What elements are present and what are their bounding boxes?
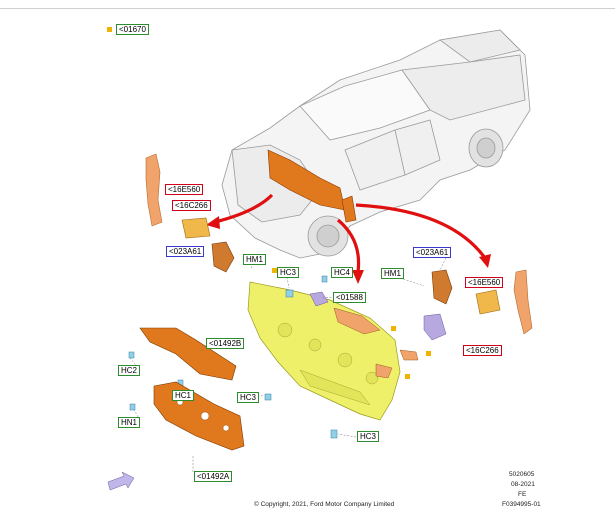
left-insulator-strip (145, 153, 163, 227)
callout-01670[interactable]: <01670 (116, 24, 149, 35)
callout-hc4[interactable]: HC4 (331, 267, 354, 278)
callout-hm1-left[interactable]: HM1 (243, 254, 266, 265)
callout-hc3-top[interactable]: HC3 (277, 267, 300, 278)
marker-square (426, 351, 431, 356)
panel-holes (176, 398, 230, 432)
callout-01588[interactable]: <01588 (333, 292, 366, 303)
figure-number: F0394995-01 (502, 501, 541, 508)
date-text: 08-2021 (511, 481, 535, 488)
truck-highlighted-parts (267, 149, 357, 223)
marker-square (391, 326, 396, 331)
callout-16E560-right[interactable]: <16E560 (465, 277, 504, 288)
top-divider (0, 8, 615, 9)
left-bracket (211, 241, 235, 273)
arrow-heads (206, 216, 491, 284)
fe-text: FE (518, 491, 527, 498)
callout-hc3-mid[interactable]: HC3 (237, 392, 260, 403)
callout-16C266-left[interactable]: <16C266 (172, 200, 211, 211)
callout-hm1-right[interactable]: HM1 (381, 268, 404, 279)
callout-01492B[interactable]: <01492B (206, 338, 245, 349)
callout-023A61-right[interactable]: <023A61 (413, 247, 452, 258)
right-bracket (431, 269, 453, 305)
bracket-01588 (309, 291, 329, 307)
arrow-center (336, 218, 361, 273)
callout-023A61-left[interactable]: <023A61 (166, 246, 205, 257)
dash-bracket-small (375, 363, 393, 379)
red-arrows (214, 193, 487, 273)
callout-hc1[interactable]: HC1 (172, 390, 195, 401)
callout-hc3-bottom[interactable]: HC3 (357, 431, 380, 442)
direction-arrow-icon (107, 471, 135, 491)
right-pad (475, 289, 501, 315)
callout-16E560-left[interactable]: <16E560 (165, 184, 204, 195)
callout-16C266-right[interactable]: <16C266 (463, 345, 502, 356)
dash-bracket-lower (399, 349, 419, 361)
marker-square (107, 27, 112, 32)
marker-square (272, 268, 277, 273)
right-insulator-strip (513, 269, 533, 335)
left-pad (181, 217, 211, 239)
panel-01492A (153, 381, 245, 451)
dash-bracket-upper (333, 307, 381, 335)
panel-01492B (139, 327, 237, 381)
copyright-text: © Copyright, 2021, Ford Motor Company Li… (254, 501, 395, 508)
callout-hn1[interactable]: HN1 (118, 417, 141, 428)
marker-square (405, 374, 410, 379)
dash-panel-details (277, 322, 379, 406)
bracket-right-purple (423, 313, 447, 341)
truck-illustration (221, 29, 531, 259)
code-text: 5020605 (509, 471, 535, 478)
callout-01492A[interactable]: <01492A (194, 471, 233, 482)
arrow-right (355, 203, 487, 259)
arrow-left (214, 193, 274, 224)
callout-hc2[interactable]: HC2 (118, 365, 141, 376)
